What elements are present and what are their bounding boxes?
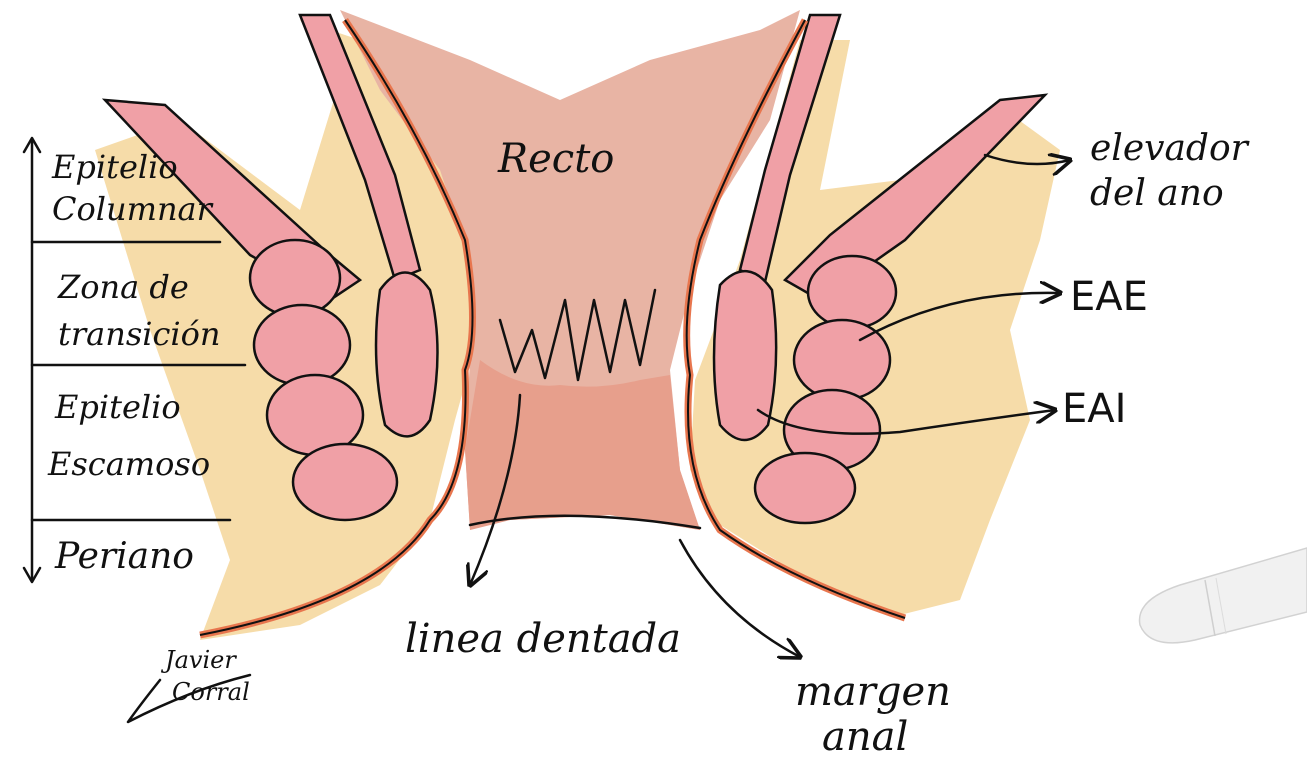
zone-label-perianal: Periano: [54, 536, 194, 577]
signature: Javier Corral: [128, 646, 250, 722]
zone-label-transition-1: Zona de: [57, 268, 189, 306]
anal-margin-label-2: anal: [822, 714, 908, 760]
eae-label: EAE: [1070, 274, 1148, 320]
zone-label-squamous-1: Epitelio: [54, 388, 181, 426]
svg-text:Javier: Javier: [160, 646, 237, 674]
zone-label-columnar-1: Epitelio: [51, 148, 178, 186]
zone-label-transition-2: transición: [58, 315, 221, 353]
zone-label-columnar-2: Columnar: [52, 190, 214, 228]
rectum-label: Recto: [497, 136, 614, 182]
stylus-pen-icon: [1140, 548, 1307, 643]
zone-label-squamous-2: Escamoso: [47, 445, 210, 483]
levator-label-2: del ano: [1090, 173, 1224, 214]
anal-margin-label-1: margen: [795, 669, 951, 715]
levator-label-1: elevador: [1090, 128, 1250, 169]
dentate-line-label: linea dentada: [405, 616, 681, 662]
eai-label: EAI: [1062, 386, 1126, 432]
svg-text:Corral: Corral: [172, 678, 250, 706]
